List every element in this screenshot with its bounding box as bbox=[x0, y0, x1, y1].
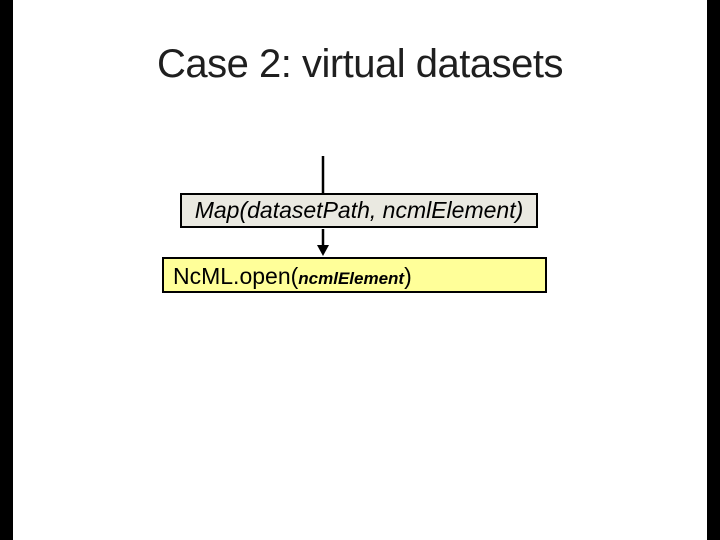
down-arrow-icon bbox=[317, 245, 329, 256]
slide-title: Case 2: virtual datasets bbox=[157, 42, 564, 86]
ncml-open-box: NcML.open(ncmlElement) bbox=[162, 257, 547, 293]
ncml-open-argument: ncmlElement bbox=[298, 269, 405, 288]
letterbox-left-bar bbox=[0, 0, 13, 540]
letterbox-right-bar bbox=[707, 0, 720, 540]
ncml-open-suffix: ) bbox=[404, 263, 412, 289]
map-call-label: Map(datasetPath, ncmlElement) bbox=[194, 197, 524, 223]
map-call-box: Map(datasetPath, ncmlElement) bbox=[180, 193, 538, 228]
ncml-open-prefix: NcML.open( bbox=[173, 263, 299, 289]
